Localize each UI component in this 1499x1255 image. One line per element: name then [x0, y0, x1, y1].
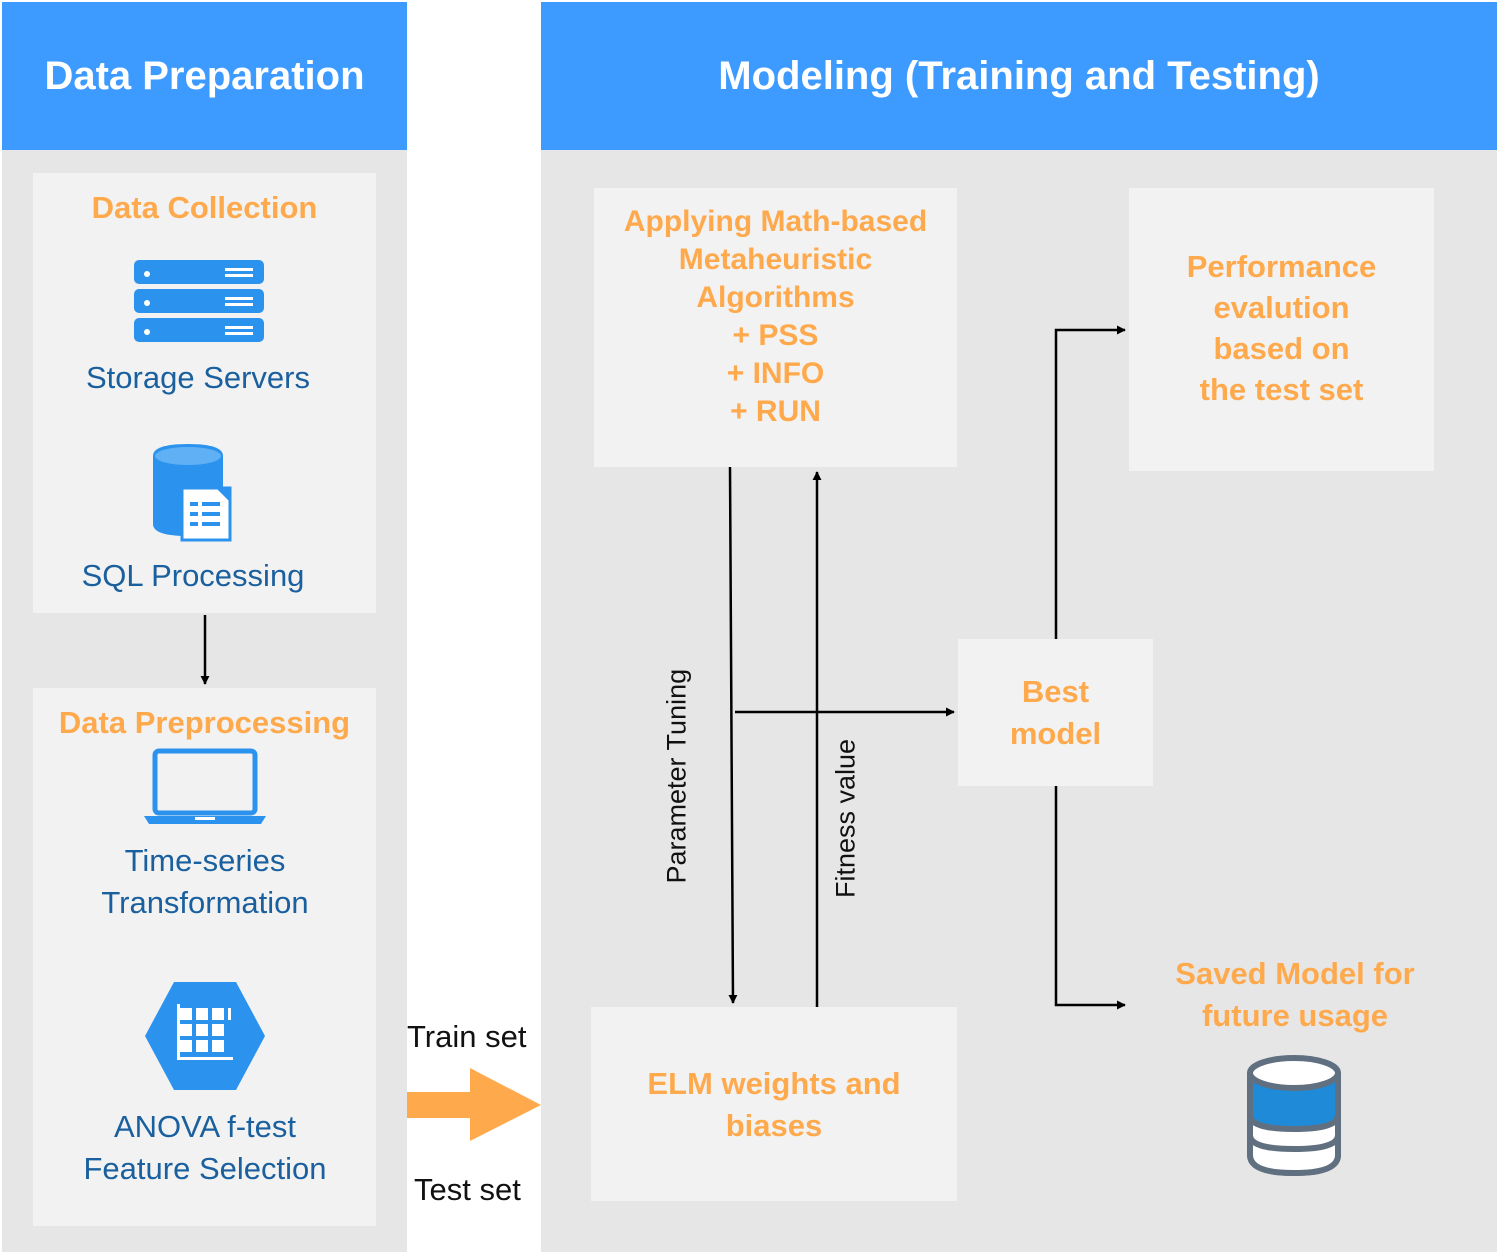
- metaheuristic-card: [594, 188, 957, 467]
- laptop-icon: [144, 748, 266, 824]
- modeling-header: Modeling (Training and Testing): [541, 2, 1497, 150]
- train-test-flow-arrow: [407, 1068, 541, 1141]
- sql-processing-label: SQL Processing: [81, 558, 305, 593]
- parameter-tuning-arrow: [728, 466, 738, 1004]
- best-model-card: [958, 639, 1153, 786]
- data-preparation-header: Data Preparation: [2, 2, 407, 150]
- modeling-title: Modeling (Training and Testing): [718, 53, 1320, 98]
- database-icon: [1247, 1055, 1341, 1177]
- train-set-label: Train set: [407, 1019, 527, 1054]
- metaheuristic-text: Applying Math-based Metaheuristic Algori…: [623, 205, 928, 428]
- test-set-label: Test set: [414, 1172, 521, 1207]
- time-series-label: Time-series Transformation: [101, 843, 309, 920]
- performance-card: [1129, 188, 1434, 471]
- anova-label: ANOVA f-test Feature Selection: [83, 1109, 327, 1186]
- fitness-value-label: Fitness value: [830, 738, 861, 899]
- server-icon: [134, 260, 264, 342]
- best-model-text: Best model: [1009, 674, 1102, 751]
- performance-text: Performance evalution based on the test …: [1186, 249, 1377, 407]
- to-saved-model-arrow: [1054, 786, 1126, 1010]
- data-collection-title: Data Collection: [91, 190, 318, 225]
- hexagon-grid-icon: [145, 982, 265, 1090]
- saved-model-text: Saved Model for future usage: [1175, 956, 1415, 1033]
- data-preparation-title: Data Preparation: [44, 53, 365, 98]
- data-preprocessing-card: [33, 688, 376, 1226]
- parameter-tuning-label: Parameter Tuning: [661, 668, 692, 884]
- sql-database-icon: [153, 444, 232, 542]
- storage-servers-label: Storage Servers: [86, 360, 310, 395]
- data-preprocessing-title: Data Preprocessing: [58, 705, 351, 740]
- elm-text: ELM weights and biases: [647, 1066, 901, 1143]
- elm-card: [591, 1007, 957, 1201]
- to-performance-arrow: [1054, 325, 1126, 639]
